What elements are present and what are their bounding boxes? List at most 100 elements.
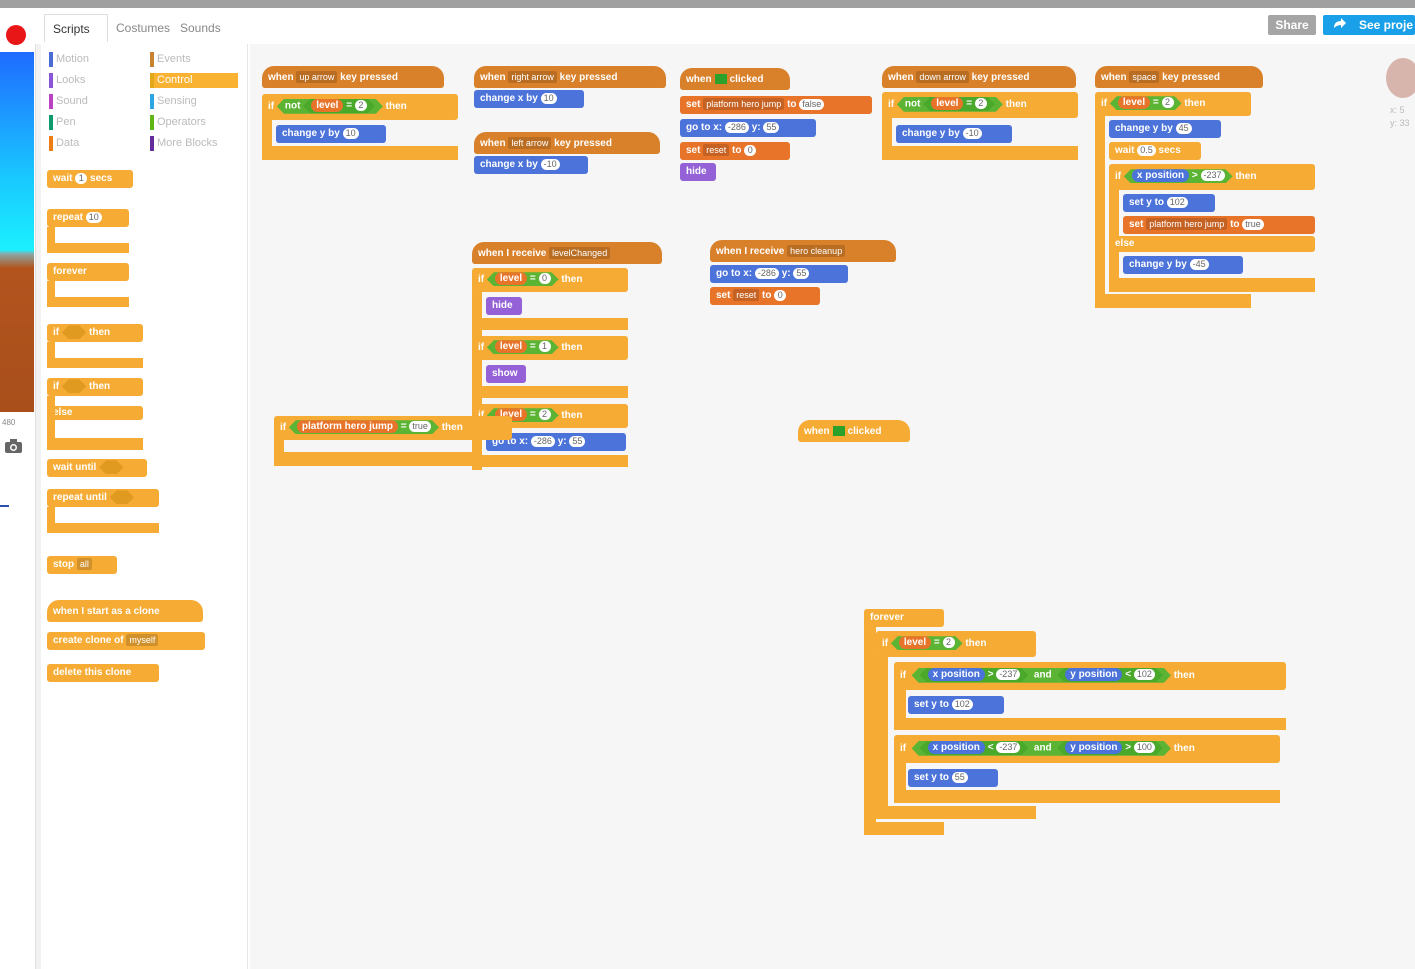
- x-position-reporter[interactable]: x position: [1132, 169, 1189, 182]
- empty-condition[interactable]: [62, 379, 86, 393]
- when-i-receive-hat[interactable]: when I receive hero cleanup: [710, 240, 896, 262]
- block-input[interactable]: 0: [774, 289, 787, 301]
- if-block-loose[interactable]: if platform hero jump = true then: [274, 416, 512, 440]
- level-reporter[interactable]: level: [495, 340, 527, 353]
- if-block[interactable]: if level = 1 then: [472, 336, 628, 360]
- block-input[interactable]: 0: [539, 273, 551, 284]
- set-y-block[interactable]: set y to 102: [1123, 194, 1215, 212]
- block-input[interactable]: 2: [355, 100, 367, 111]
- if-block[interactable]: if level = 2 then: [1095, 92, 1251, 116]
- message-dropdown[interactable]: hero cleanup: [787, 245, 846, 258]
- stop-icon[interactable]: [6, 25, 26, 45]
- block-input[interactable]: 55: [763, 121, 780, 133]
- block-input[interactable]: 10: [342, 127, 359, 139]
- block-input[interactable]: 10: [85, 211, 102, 223]
- block-input[interactable]: 55: [793, 267, 810, 279]
- when-down-arrow-hat[interactable]: when down arrow key pressed: [882, 66, 1076, 88]
- category-operators[interactable]: Operators: [150, 115, 238, 130]
- change-x-block[interactable]: change x by -10: [474, 156, 588, 174]
- change-y-block[interactable]: change y by 45: [1109, 120, 1221, 138]
- if-block[interactable]: if x position > -237 and y position < 10…: [894, 662, 1286, 690]
- block-input[interactable]: 55: [569, 435, 586, 447]
- empty-condition[interactable]: [110, 490, 134, 504]
- key-dropdown[interactable]: right arrow: [508, 71, 557, 84]
- set-variable-block[interactable]: set reset to 0: [710, 287, 820, 305]
- when-i-receive-hat[interactable]: when I receive levelChanged: [472, 242, 662, 264]
- palette-if-else-block[interactable]: if then: [47, 378, 143, 396]
- block-input[interactable]: 10: [540, 92, 557, 104]
- when-left-arrow-hat[interactable]: when left arrow key pressed: [474, 132, 660, 154]
- variable-dropdown[interactable]: reset: [703, 144, 730, 157]
- when-up-arrow-hat[interactable]: when up arrow key pressed: [262, 66, 444, 88]
- category-looks[interactable]: Looks: [49, 73, 137, 88]
- scripts-area[interactable]: [250, 44, 1415, 969]
- block-input[interactable]: 2: [1162, 97, 1174, 108]
- camera-icon[interactable]: [4, 438, 24, 454]
- pane-divider[interactable]: [35, 44, 41, 969]
- and-operator[interactable]: x position > -237 and y position < 102: [912, 668, 1171, 683]
- block-input[interactable]: -286: [754, 267, 779, 279]
- set-variable-block[interactable]: set platform hero jump to false: [680, 96, 872, 114]
- not-operator[interactable]: not level = 2: [277, 99, 383, 114]
- block-input[interactable]: 100: [1134, 742, 1155, 753]
- equals-operator[interactable]: level = 2: [923, 97, 995, 111]
- block-input[interactable]: -10: [962, 127, 982, 139]
- and-operator[interactable]: x position < -237 and y position > 100: [912, 741, 1171, 756]
- not-operator[interactable]: not level = 2: [897, 97, 1003, 112]
- palette-forever-block[interactable]: forever: [47, 263, 129, 281]
- palette-create-clone-block[interactable]: create clone of myself: [47, 632, 205, 650]
- block-input[interactable]: 2: [975, 98, 987, 109]
- key-dropdown[interactable]: up arrow: [296, 71, 338, 84]
- equals-operator[interactable]: level = 2: [303, 99, 375, 113]
- greater-than-operator[interactable]: x position > -237: [1124, 169, 1233, 183]
- y-position-reporter[interactable]: y position: [1065, 741, 1122, 754]
- category-motion[interactable]: Motion: [49, 52, 137, 67]
- go-to-xy-block[interactable]: go to x: -286 y: 55: [680, 119, 816, 137]
- set-y-block[interactable]: set y to 55: [908, 769, 998, 787]
- palette-if-block[interactable]: if then: [47, 324, 143, 342]
- block-input[interactable]: 102: [1166, 196, 1188, 208]
- show-block[interactable]: show: [486, 365, 526, 383]
- block-input[interactable]: 1: [75, 172, 88, 184]
- block-input[interactable]: -10: [540, 158, 560, 170]
- hide-block[interactable]: hide: [486, 297, 522, 315]
- see-project-button[interactable]: See proje: [1323, 15, 1415, 35]
- if-block[interactable]: if level = 2 then: [876, 631, 1036, 657]
- block-input[interactable]: 1: [539, 341, 551, 352]
- block-input[interactable]: -237: [996, 742, 1020, 753]
- block-input[interactable]: 2: [539, 409, 551, 420]
- change-x-block[interactable]: change x by 10: [474, 90, 584, 108]
- block-input[interactable]: 102: [1134, 669, 1155, 680]
- hide-block[interactable]: hide: [680, 163, 716, 181]
- palette-wait-block[interactable]: wait 1 secs: [47, 170, 133, 188]
- set-y-block[interactable]: set y to 102: [908, 696, 1004, 714]
- block-input[interactable]: -45: [1189, 258, 1209, 270]
- level-reporter[interactable]: level: [495, 272, 527, 285]
- change-y-block[interactable]: change y by -10: [896, 125, 1012, 143]
- set-variable-block[interactable]: set platform hero jump to true: [1123, 216, 1315, 234]
- when-space-hat[interactable]: when space key pressed: [1095, 66, 1263, 88]
- category-control[interactable]: Control: [150, 73, 238, 88]
- stage-preview[interactable]: [0, 52, 34, 412]
- empty-condition[interactable]: [99, 460, 123, 474]
- wait-block[interactable]: wait 0.5 secs: [1109, 142, 1201, 160]
- greater-than-operator[interactable]: y position > 100: [1057, 741, 1163, 755]
- if-block[interactable]: if not level = 2 then: [262, 94, 458, 120]
- block-input[interactable]: 2: [943, 637, 955, 648]
- empty-condition[interactable]: [62, 325, 86, 339]
- palette-stop-block[interactable]: stop all: [47, 556, 117, 574]
- tab-scripts[interactable]: Scripts: [44, 14, 108, 42]
- level-reporter[interactable]: level: [1118, 96, 1150, 109]
- if-block[interactable]: if x position < -237 and y position > 10…: [894, 735, 1280, 763]
- block-input[interactable]: -237: [996, 669, 1020, 680]
- variable-dropdown[interactable]: reset: [733, 289, 760, 302]
- block-input[interactable]: false: [799, 98, 825, 110]
- block-input[interactable]: 0.5: [1137, 144, 1156, 156]
- level-reporter[interactable]: level: [311, 99, 343, 112]
- if-else-block[interactable]: if x position > -237 then: [1109, 164, 1315, 190]
- greater-than-operator[interactable]: x position > -237: [920, 668, 1029, 682]
- block-input[interactable]: -286: [530, 435, 555, 447]
- category-sensing[interactable]: Sensing: [150, 94, 238, 109]
- palette-clone-start-hat[interactable]: when I start as a clone: [47, 600, 203, 622]
